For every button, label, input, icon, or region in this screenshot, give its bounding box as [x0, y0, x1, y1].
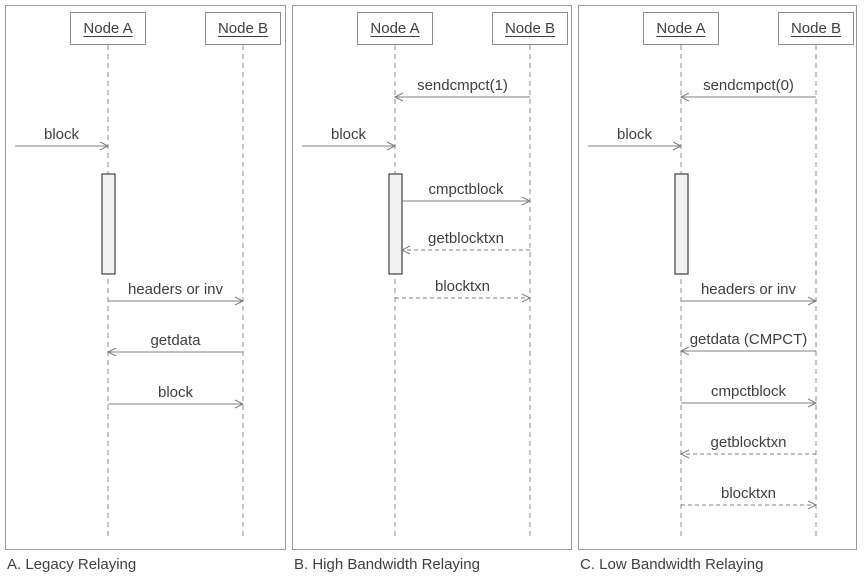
arrowhead	[679, 92, 690, 102]
activation-bar	[101, 173, 116, 275]
message-label: cmpctblock	[428, 181, 504, 198]
panel-high-bandwidth-relaying: Node A Node B sendcmpct(1) block cmpctbloc…	[292, 5, 572, 550]
message-label: blocktxn	[721, 485, 776, 502]
sequence-arrows-svg: block headers or inv getdata block	[15, 45, 245, 540]
arrowhead	[807, 296, 818, 306]
arrowhead	[386, 141, 397, 151]
arrowhead	[672, 141, 683, 151]
panel-legacy-relaying: Node A Node B block headers or inv getdata…	[5, 5, 286, 550]
node-a-label: Node A	[370, 20, 420, 37]
message-label: sendcmpct(1)	[417, 77, 508, 94]
message-label: block	[617, 126, 653, 143]
node-a-box: Node A	[70, 12, 146, 45]
message-label: block	[158, 384, 194, 401]
node-b-box: Node B	[492, 12, 568, 45]
node-b-label: Node B	[217, 20, 269, 37]
message-label: getdata	[150, 332, 201, 349]
panel-caption-low-bandwidth: C. Low Bandwidth Relaying	[580, 556, 764, 573]
message-label: getblocktxn	[711, 434, 787, 451]
arrowhead	[521, 293, 532, 303]
message-label: headers or inv	[701, 281, 797, 298]
message-label: headers or inv	[128, 281, 224, 298]
panel-caption-legacy: A. Legacy Relaying	[7, 556, 137, 573]
arrowhead	[807, 500, 818, 510]
node-a-box: Node A	[357, 12, 433, 45]
node-a-label: Node A	[83, 20, 133, 37]
message-label: sendcmpct(0)	[703, 77, 794, 94]
arrowhead	[679, 449, 690, 459]
message-label: getblocktxn	[428, 230, 504, 247]
node-b-label: Node B	[504, 20, 556, 37]
message-label: block	[44, 126, 80, 143]
message-label: blocktxn	[435, 278, 490, 295]
message-label: getdata (CMPCT)	[690, 331, 808, 348]
node-b-box: Node B	[205, 12, 281, 45]
arrowhead	[400, 245, 411, 255]
node-b-box: Node B	[778, 12, 854, 45]
panel-low-bandwidth-relaying: Node A Node B sendcmpct(0) block headers o…	[578, 5, 857, 550]
arrowhead	[106, 347, 117, 357]
arrowhead	[99, 141, 110, 151]
arrowhead	[393, 92, 404, 102]
node-a-box: Node A	[643, 12, 719, 45]
arrowhead	[521, 196, 532, 206]
arrowhead	[807, 398, 818, 408]
node-a-label: Node A	[656, 20, 706, 37]
sequence-arrows-svg: sendcmpct(0) block headers or inv getdata (…	[588, 45, 818, 540]
message-label: block	[331, 126, 367, 143]
activation-bar	[388, 173, 403, 275]
arrowhead	[234, 399, 245, 409]
message-label: cmpctblock	[711, 383, 787, 400]
panel-caption-high-bandwidth: B. High Bandwidth Relaying	[294, 556, 480, 573]
arrowhead	[234, 296, 245, 306]
arrowhead	[679, 346, 690, 356]
activation-bar	[674, 173, 689, 275]
node-b-label: Node B	[790, 20, 842, 37]
sequence-arrows-svg: sendcmpct(1) block cmpctblock getblocktxn bl…	[302, 45, 532, 540]
